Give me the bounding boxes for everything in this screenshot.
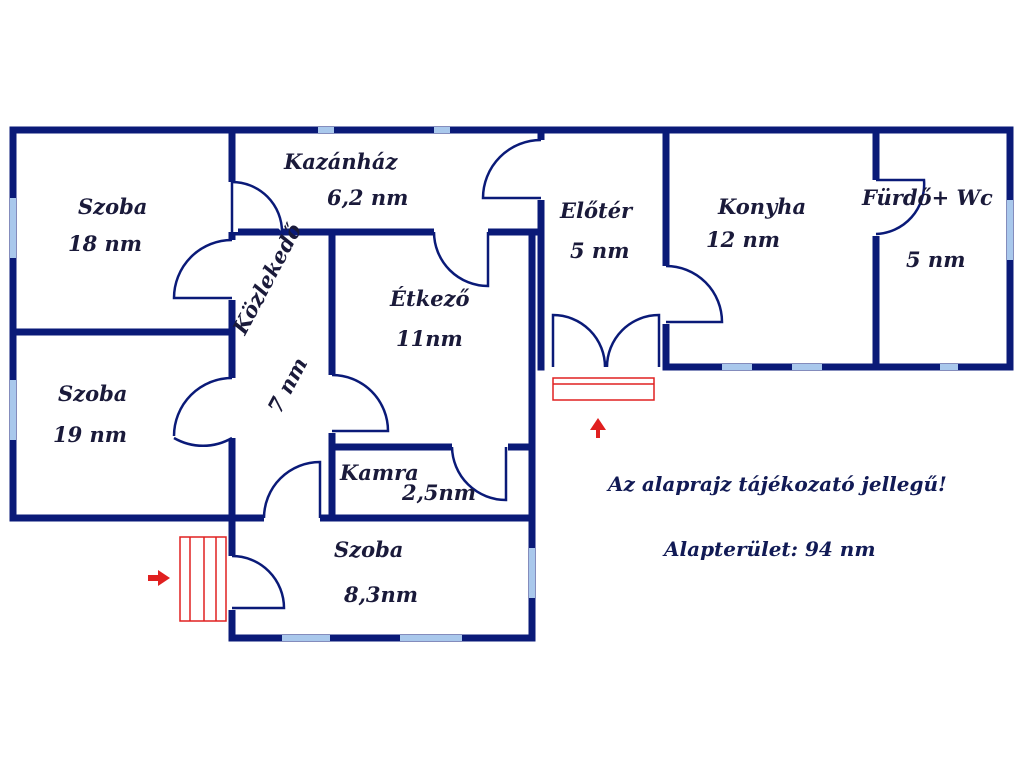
- door-swing: [331, 373, 390, 433]
- door-swing: [432, 231, 490, 288]
- door-swing: [231, 180, 284, 233]
- room-area: 18 nm: [68, 231, 142, 256]
- entrance-arrow: [590, 418, 606, 438]
- room-name: Szoba: [78, 194, 147, 219]
- room-area: 5 nm: [570, 238, 629, 263]
- side-entrance-arrow: [148, 570, 170, 586]
- room-name: Előtér: [559, 198, 634, 223]
- room-name: Étkező: [389, 286, 470, 311]
- door-swing: [665, 264, 724, 324]
- room-area: 8,3nm: [343, 582, 418, 607]
- room-area: 5 nm: [906, 247, 965, 272]
- door-swing: [875, 178, 926, 236]
- room-name: Kamra: [339, 460, 419, 485]
- door-swing: [481, 138, 542, 200]
- room-name: Szoba: [334, 537, 403, 562]
- door-swing: [262, 460, 322, 519]
- door-swing: [450, 446, 508, 502]
- walls: [9, 126, 1014, 642]
- door-swing: [172, 238, 233, 300]
- room-area: 6,2 nm: [327, 185, 408, 210]
- front-steps: [552, 377, 655, 401]
- entrance-double-door: [551, 313, 661, 368]
- total-area-note: Alapterület: 94 nm: [662, 537, 876, 561]
- room-name: Közlekedő: [227, 219, 307, 339]
- door-swing: [172, 376, 233, 448]
- side-steps: [179, 536, 227, 622]
- doors: [172, 138, 926, 610]
- windows: [10, 127, 1013, 641]
- room-name: Szoba: [58, 381, 127, 406]
- room-area: 2,5nm: [401, 480, 476, 505]
- room-area: 12 nm: [706, 227, 780, 252]
- room-area: 7 nm: [262, 353, 312, 417]
- room-area: 11nm: [396, 326, 463, 351]
- room-name: Kazánház: [283, 149, 399, 174]
- disclaimer-note: Az alaprajz tájékozató jellegű!: [606, 472, 947, 496]
- room-area: 19 nm: [53, 422, 127, 447]
- room-name: Fürdő+ Wc: [861, 185, 993, 210]
- entrance-markers: [148, 377, 655, 622]
- room-name: Konyha: [717, 194, 806, 219]
- door-swing: [231, 554, 286, 610]
